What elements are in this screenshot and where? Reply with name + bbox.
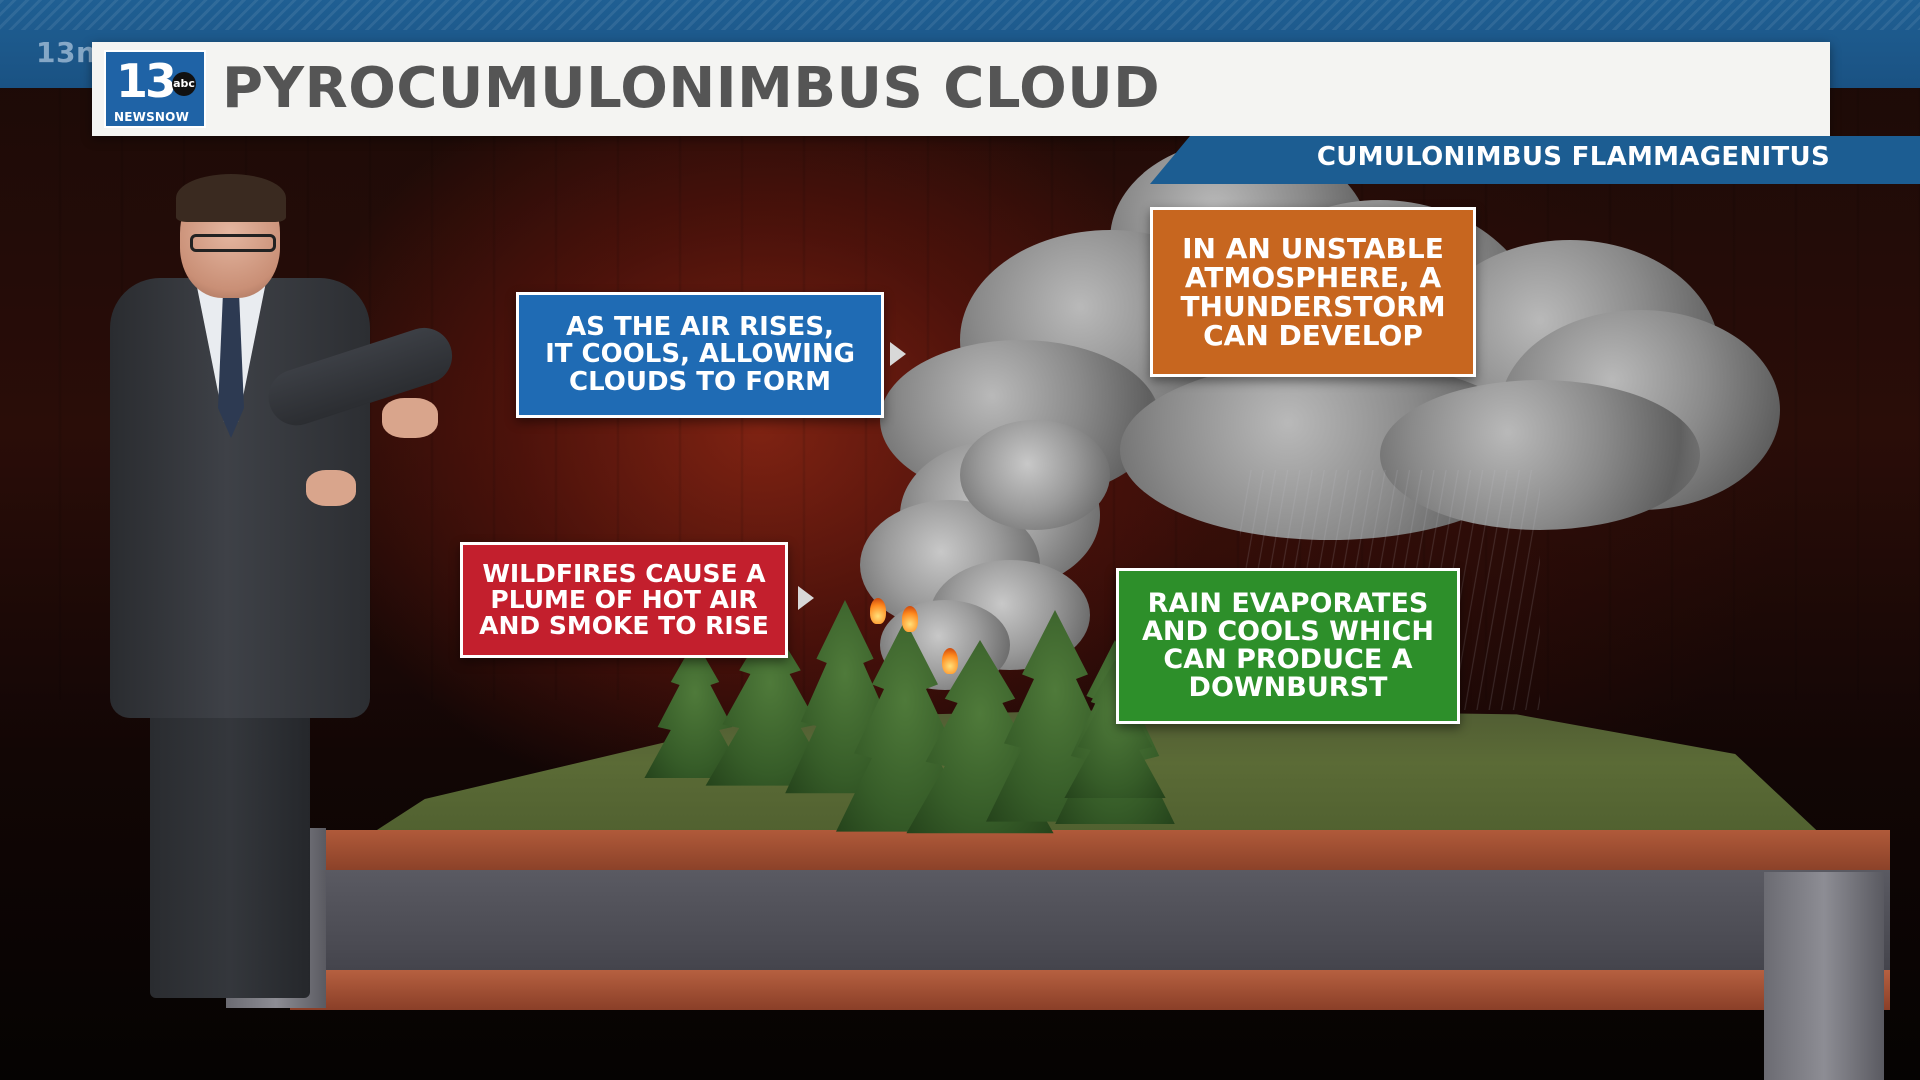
subtitle-band — [1150, 136, 1920, 184]
station-logo: 13 abc NEWSNOW — [104, 50, 206, 128]
terrain-base — [290, 970, 1890, 1010]
presenter — [110, 174, 460, 998]
callout-air-rises-text: AS THE AIR RISES, IT COOLS, ALLOWING CLO… — [545, 312, 855, 397]
title-bar — [92, 42, 1830, 136]
flame-icon — [902, 606, 918, 632]
callout-wildfires: WILDFIRES CAUSE A PLUME OF HOT AIR AND S… — [460, 542, 788, 658]
callout-air-rises: AS THE AIR RISES, IT COOLS, ALLOWING CLO… — [516, 292, 884, 418]
platform-post-right — [1764, 872, 1884, 1080]
callout-rain-text: RAIN EVAPORATES AND COOLS WHICH CAN PROD… — [1142, 587, 1434, 704]
flame-icon — [942, 648, 958, 674]
pointer-arrow-icon — [890, 342, 906, 366]
callout-rain-downburst: RAIN EVAPORATES AND COOLS WHICH CAN PROD… — [1116, 568, 1460, 724]
network-logo-icon: abc — [172, 72, 196, 96]
terrain-rim — [290, 830, 1890, 870]
callout-wildfires-text: WILDFIRES CAUSE A PLUME OF HOT AIR AND S… — [479, 559, 769, 640]
logo-number: 13 — [116, 54, 177, 108]
logo-subtext: NEWSNOW — [114, 110, 189, 124]
flame-icon — [870, 598, 886, 624]
graphic-subtitle: CUMULONIMBUS FLAMMAGENITUS — [1316, 142, 1830, 172]
callout-thunderstorm: IN AN UNSTABLE ATMOSPHERE, A THUNDERSTOR… — [1150, 207, 1476, 377]
callout-thunderstorm-text: IN AN UNSTABLE ATMOSPHERE, A THUNDERSTOR… — [1180, 231, 1446, 353]
graphic-title: PYROCUMULONIMBUS CLOUD — [222, 56, 1161, 121]
pointer-arrow-icon — [798, 586, 814, 610]
